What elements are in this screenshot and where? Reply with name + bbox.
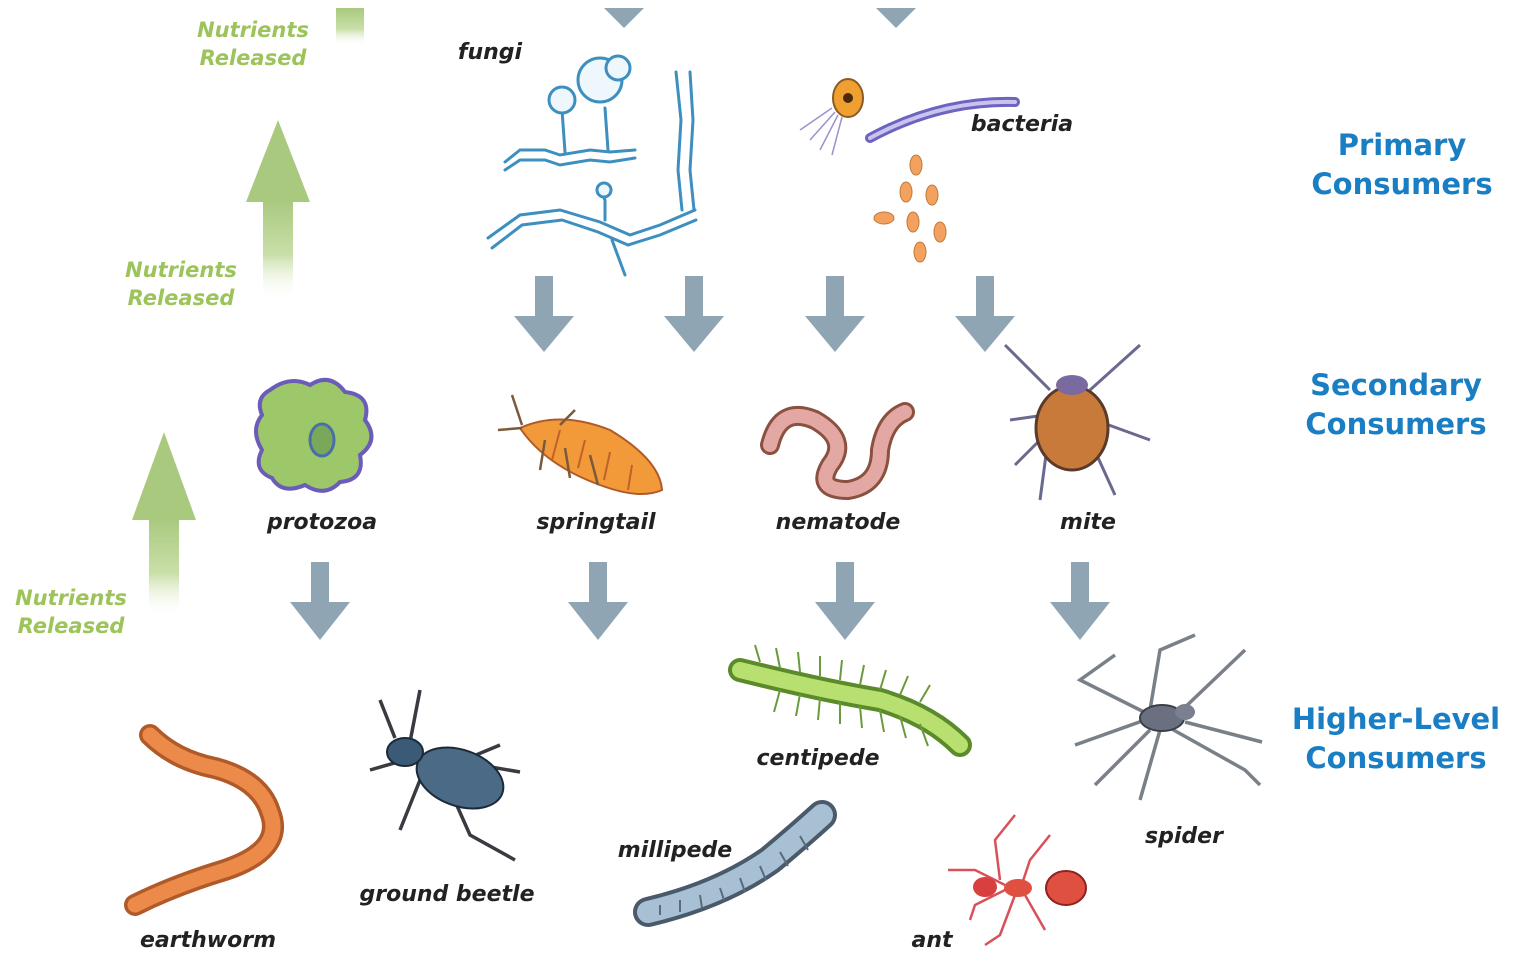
label-ant: ant <box>911 928 952 953</box>
flow-arrow-row3-4 <box>1050 562 1110 640</box>
mite-illustration <box>1005 345 1150 500</box>
label-millipede: millipede <box>618 838 732 863</box>
flow-arrow-row2-2 <box>664 276 724 352</box>
label-ground-beetle: ground beetle <box>359 882 534 907</box>
label-spider: spider <box>1145 824 1223 849</box>
level-line1: Primary <box>1282 126 1514 165</box>
nutrients-line2: Released <box>6 612 136 640</box>
nutrient-arrow-bottom <box>132 432 196 618</box>
label-centipede: centipede <box>756 746 879 771</box>
protozoa-illustration <box>256 380 371 491</box>
nutrients-line1: Nutrients <box>6 584 136 612</box>
flow-arrow-row3-3 <box>815 562 875 640</box>
centipede-illustration <box>740 645 960 746</box>
level-label-higher: Higher-Level Consumers <box>1276 700 1514 778</box>
level-line2: Consumers <box>1282 165 1514 204</box>
nematode-illustration <box>770 412 905 490</box>
level-line2: Consumers <box>1276 739 1514 778</box>
label-fungi: fungi <box>458 40 522 65</box>
label-earthworm: earthworm <box>140 928 276 953</box>
nutrients-line1: Nutrients <box>188 16 318 44</box>
level-line1: Higher-Level <box>1276 700 1514 739</box>
label-springtail: springtail <box>536 510 655 535</box>
fungi-illustration <box>488 56 696 275</box>
level-label-secondary: Secondary Consumers <box>1276 366 1514 444</box>
nutrient-arrow-top <box>336 8 364 46</box>
level-label-primary: Primary Consumers <box>1282 126 1514 204</box>
spider-illustration <box>1075 635 1262 800</box>
label-mite: mite <box>1060 510 1116 535</box>
flow-arrow-row2-4 <box>955 276 1015 352</box>
flow-arrow-top-left <box>604 8 644 28</box>
flow-arrow-top-right <box>876 8 916 28</box>
label-protozoa: protozoa <box>267 510 377 535</box>
flow-arrow-row3-2 <box>568 562 628 640</box>
nutrients-line1: Nutrients <box>116 256 246 284</box>
ground-beetle-illustration <box>370 690 520 860</box>
bacteria-illustration <box>800 79 1015 262</box>
flow-arrow-row3-1 <box>290 562 350 640</box>
springtail-illustration <box>498 395 662 494</box>
nutrients-released-label-bottom: Nutrients Released <box>6 584 136 640</box>
millipede-illustration <box>648 815 822 915</box>
flow-arrow-row2-1 <box>514 276 574 352</box>
nutrients-line2: Released <box>116 284 246 312</box>
nutrients-line2: Released <box>188 44 318 72</box>
nutrient-arrow-middle <box>246 120 310 300</box>
label-nematode: nematode <box>776 510 901 535</box>
flow-arrow-row2-3 <box>805 276 865 352</box>
level-line2: Consumers <box>1276 405 1514 444</box>
level-line1: Secondary <box>1276 366 1514 405</box>
nutrients-released-label-top: Nutrients Released <box>188 16 318 72</box>
ant-illustration <box>948 815 1086 945</box>
label-bacteria: bacteria <box>971 112 1073 137</box>
earthworm-illustration <box>135 735 273 905</box>
nutrients-released-label-middle: Nutrients Released <box>116 256 246 312</box>
